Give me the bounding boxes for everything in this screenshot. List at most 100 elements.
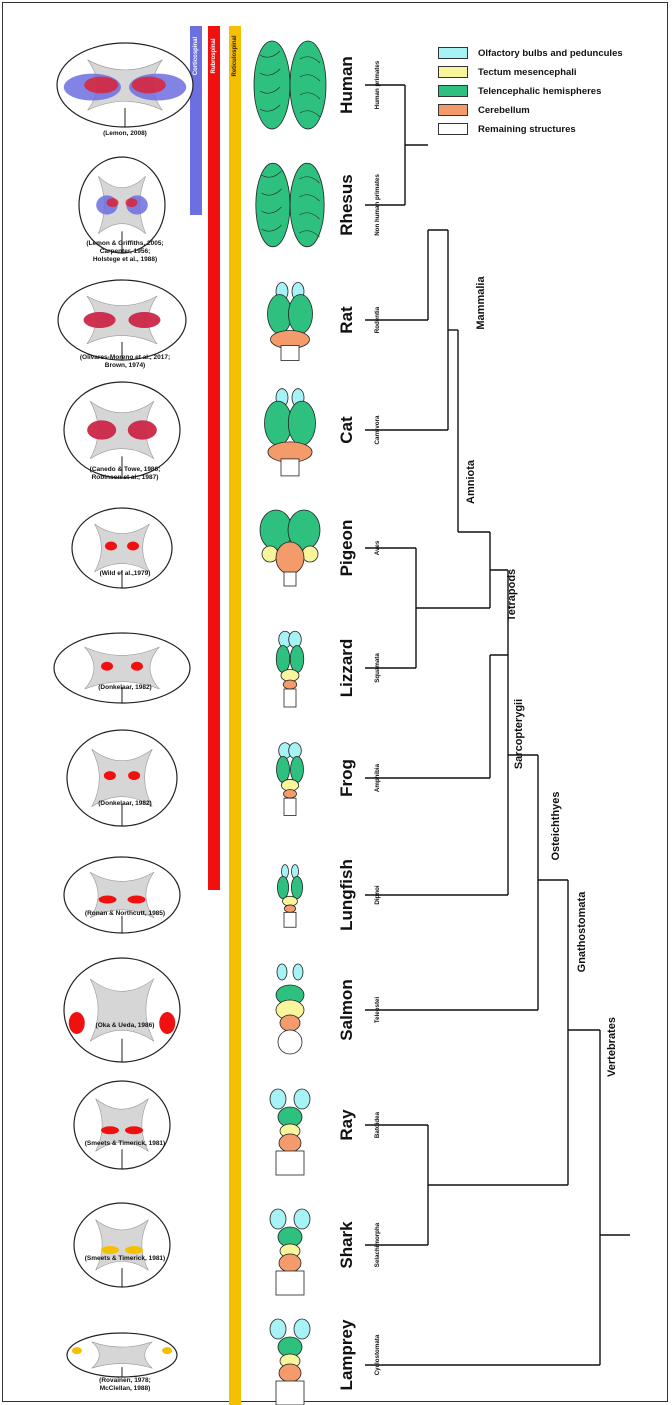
brain-lungfish [277,865,302,928]
citation-lamprey: (Rovainen, 1978; McClellan, 1988) [40,1377,210,1393]
taxon-order-cat: Carnivora [374,385,382,475]
clade-label-sarcopterygii: Sarcopterygii [513,684,527,784]
tract-bar-reticulospinal [229,26,241,1405]
tract-area-red [125,1126,143,1134]
species-name-rhesus: Rhesus [337,160,357,250]
species-name-lungfish: Lungfish [337,850,357,940]
clade-label-mammalia: Mammalia [475,263,489,343]
species-name-human: Human [337,40,357,130]
taxon-order-human: Human primates [374,40,382,130]
citation-rhesus: (Lemon & Griffiths, 2005; Carpenter, 195… [40,240,210,264]
species-name-pigeon: Pigeon [337,503,357,593]
tract-area-yellow [125,1246,143,1254]
species-name-lizzard: Lizzard [337,623,357,713]
legend-swatch [438,104,468,116]
species-name-shark: Shark [337,1200,357,1290]
spinal-section-lamprey [67,1333,177,1377]
species-name-frog: Frog [337,733,357,823]
brain-lizzard [276,631,304,707]
tract-area-red [127,542,139,551]
taxon-order-salmon: Teleostei [374,965,382,1055]
legend-item: Olfactory bulbs and peduncules [438,46,623,60]
tract-area-red [128,896,146,904]
spinal-section-human [57,43,193,127]
spinal-section-shark [74,1203,170,1287]
taxon-order-lamprey: Cyclostomata [374,1310,382,1400]
legend-item: Cerebellum [438,103,530,117]
brain-salmon [276,964,304,1054]
legend-swatch [438,85,468,97]
tract-label-corticospinal: Corticospinal [192,26,200,86]
legend-item: Remaining structures [438,122,576,136]
citation-cat: (Canedo & Towe, 1986; Robinson et al., 1… [40,466,210,482]
tract-area-red [131,662,143,671]
tract-area-red [128,312,160,328]
legend-label: Olfactory bulbs and peduncules [478,48,623,59]
legend-swatch [438,47,468,59]
spinal-section-rhesus [79,157,165,253]
tract-area-red [84,77,118,94]
taxon-order-rhesus: Non human primates [374,160,382,250]
citation-frog: (Donkelaar, 1982) [40,800,210,808]
legend-label: Remaining structures [478,124,576,135]
tract-label-rubrospinal: Rubrospinal [210,26,218,86]
tract-area-red [101,1126,119,1134]
tract-area-red [105,542,117,551]
legend-swatch [438,123,468,135]
citation-human: (Lemon, 2008) [40,130,210,138]
legend-item: Tectum mesencephali [438,65,577,79]
brain-rat [268,283,313,361]
citation-rat: (Olivares-Moreno et al., 2017; Brown, 19… [40,354,210,370]
brain-lamprey [270,1319,310,1405]
tract-label-reticulospinal: Reticulospinal [231,26,239,86]
species-name-salmon: Salmon [337,965,357,1055]
tract-area-yellow [101,1246,119,1254]
legend-swatch [438,66,468,78]
tract-area-red [101,662,113,671]
tract-area-red [125,198,137,207]
legend-item: Telencephalic hemispheres [438,84,601,98]
spinal-section-cat [64,382,180,478]
tract-bar-rubrospinal [208,26,220,890]
spinal-section-frog [67,730,177,826]
legend-label: Telencephalic hemispheres [478,86,601,97]
citation-salmon: (Oka & Ueda, 1986) [40,1022,210,1030]
legend-label: Cerebellum [478,105,530,116]
taxon-order-frog: Amphibia [374,733,382,823]
species-name-cat: Cat [337,385,357,475]
taxon-order-pigeon: Aves [374,503,382,593]
spinal-section-rat [58,280,186,360]
brain-rhesus [256,163,324,247]
citation-lungfish: (Ronan & Northcutt, 1985) [40,910,210,918]
brain-frog [277,743,304,816]
taxon-order-ray: Batoidea [374,1080,382,1170]
citation-ray: (Smeets & Timerick, 1981) [40,1140,210,1148]
clade-label-amniota: Amniota [465,442,479,522]
tract-area-red [87,420,116,439]
tract-area-red [132,77,166,94]
brain-ray [270,1089,310,1175]
spinal-section-salmon [64,958,180,1062]
tract-area-red [128,420,157,439]
tract-area-red [128,771,140,780]
clade-label-osteichthyes: Osteichthyes [550,776,564,876]
spinal-section-ray [74,1081,170,1169]
citation-pigeon: (Wild et al.,1979) [40,570,210,578]
clade-label-tetrapods: Tetrapods [506,555,520,635]
brain-human [254,41,326,129]
brain-cat [265,389,316,476]
brain-shark [270,1209,310,1295]
spinal-section-lungfish [64,857,180,933]
taxon-order-shark: Selachimorpha [374,1200,382,1290]
tract-area-red [84,312,116,328]
species-name-ray: Ray [337,1080,357,1170]
clade-label-vertebrates: Vertebrates [606,992,620,1102]
taxon-order-rat: Rodentia [374,275,382,365]
spinal-section-lizzard [54,633,190,703]
brain-pigeon [260,510,320,586]
clade-label-gnathostomata: Gnathostomata [576,877,590,987]
tract-area-yellow [72,1347,82,1354]
legend-label: Tectum mesencephali [478,67,577,78]
citation-shark: (Smeets & Timerick, 1981) [40,1255,210,1263]
